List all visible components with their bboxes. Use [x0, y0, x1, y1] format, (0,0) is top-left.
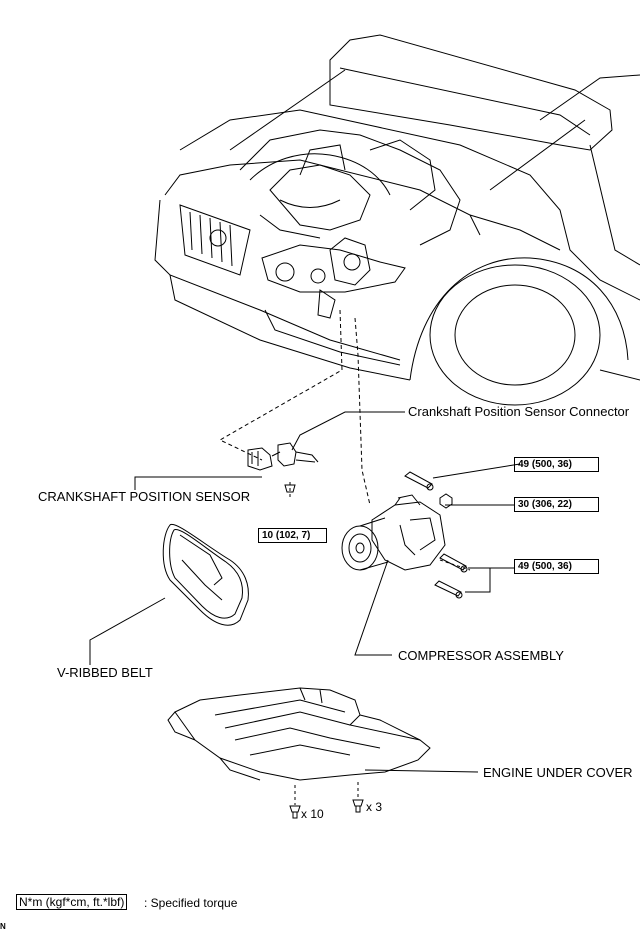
torque-bolt-top: 49 (500, 36) — [514, 457, 599, 472]
vehicle-illustration — [154, 34, 640, 406]
torque-legend-text: : Specified torque — [144, 896, 238, 910]
engine-under-cover-label: ENGINE UNDER COVER — [483, 765, 633, 780]
v-ribbed-belt-illustration — [162, 523, 249, 626]
crankshaft-sensor-illustration — [247, 442, 319, 493]
compressor-illustration — [341, 471, 468, 599]
clip-quantity-a: x 10 — [301, 807, 324, 821]
torque-nut: 30 (306, 22) — [514, 497, 599, 512]
compressor-assembly-label: COMPRESSOR ASSEMBLY — [398, 648, 564, 663]
clip-quantity-b: x 3 — [366, 800, 383, 814]
crankshaft-sensor-label: CRANKSHAFT POSITION SENSOR — [38, 489, 251, 504]
crankshaft-sensor-connector-label: Crankshaft Position Sensor Connector — [408, 404, 630, 419]
corner-mark: N — [0, 922, 6, 931]
leader-lines — [89, 309, 521, 805]
torque-bolts-lower: 49 (500, 36) — [514, 559, 599, 574]
engine-under-cover-illustration — [167, 687, 431, 819]
v-ribbed-belt-label: V-RIBBED BELT — [57, 665, 153, 680]
torque-legend-box: N*m (kgf*cm, ft.*lbf) — [16, 894, 128, 910]
torque-sensor-bolt: 10 (102, 7) — [258, 528, 327, 543]
